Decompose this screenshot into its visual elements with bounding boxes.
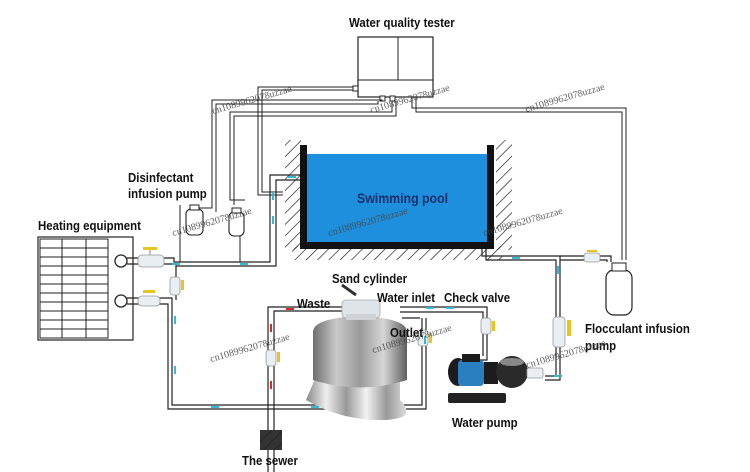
clean-flow-arrow <box>240 263 248 265</box>
clean-flow-arrow <box>554 375 562 377</box>
clean-flow-arrow <box>272 192 274 200</box>
sand-cylinder <box>306 283 407 420</box>
clean-flow-arrow <box>174 366 176 374</box>
flocculant-branch-valve <box>583 250 601 263</box>
label-sand-cylinder: Sand cylinder <box>332 271 408 286</box>
clean-flow-arrow <box>174 316 176 324</box>
clean-flow-arrow <box>424 336 426 344</box>
clean-flow-arrow <box>512 257 520 259</box>
flocculant-valve <box>552 316 571 348</box>
clean-flow-arrow <box>446 307 454 309</box>
clean-flow-arrow <box>272 216 274 224</box>
label-swimming-pool: Swimming pool <box>357 190 449 206</box>
valves <box>137 247 601 367</box>
label-disinfectant-line2: infusion pump <box>128 186 207 201</box>
clean-flow-arrow <box>311 406 319 408</box>
label-check-valve: Check valve <box>444 290 511 305</box>
label-water-inlet: Water inlet <box>377 290 436 305</box>
flow-arrows <box>172 176 562 408</box>
waste-flow-arrow <box>270 381 272 389</box>
heater-top-valve <box>137 247 165 268</box>
label-disinfectant-line1: Disinfectant <box>128 170 194 185</box>
label-waste: Waste <box>297 296 331 311</box>
label-heating-equipment: Heating equipment <box>38 218 141 233</box>
check-valve <box>480 317 495 335</box>
heater-bottom-valve <box>137 290 161 307</box>
label-water-pump: Water pump <box>452 415 518 430</box>
clean-flow-arrow <box>211 406 219 408</box>
disinfectant-infusion-pump <box>185 204 245 237</box>
water-pump <box>448 354 544 403</box>
label-water-quality-tester: Water quality tester <box>349 15 455 30</box>
label-outlet: Outlet <box>390 325 424 340</box>
clean-flow-arrow <box>557 266 559 274</box>
clean-flow-arrow <box>288 176 296 178</box>
waste-flow-arrow <box>270 324 272 332</box>
clean-flow-arrow <box>172 263 180 265</box>
clean-flow-arrow <box>426 307 434 309</box>
label-the-sewer: The sewer <box>242 453 298 468</box>
waste-flow-arrow <box>286 308 294 310</box>
heating-equipment <box>37 236 134 341</box>
label-flocculant-line2: pump <box>585 338 617 353</box>
waste-valve <box>265 349 280 367</box>
flocculant-infusion-pump <box>605 262 633 316</box>
bypass-valve <box>169 276 184 296</box>
label-flocculant-line1: Flocculant infusion <box>585 321 690 336</box>
sewer <box>260 430 282 450</box>
swimming-pool <box>285 140 512 260</box>
